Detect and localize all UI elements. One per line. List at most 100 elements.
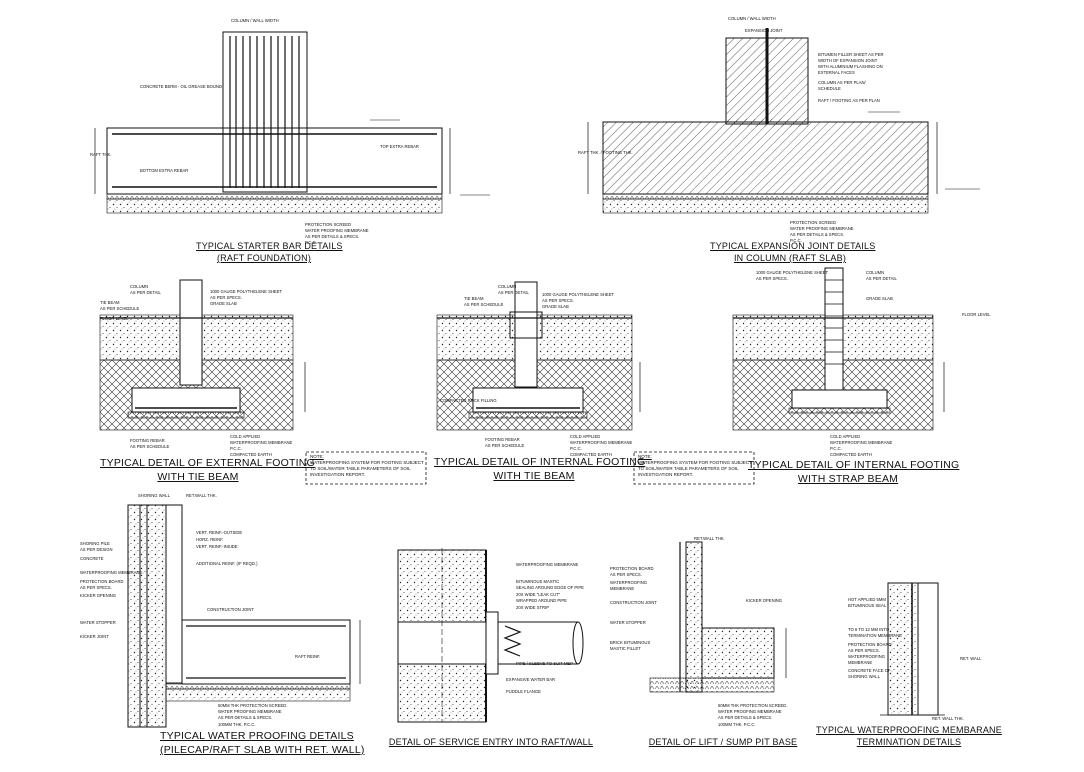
callout-label: COLUMN / WALL WIDTH	[231, 18, 279, 23]
title-line: TYPICAL EXPANSION JOINT DETAILS	[710, 241, 876, 251]
callout-label: AS PER DETAILS & SPECS.	[718, 715, 773, 720]
callout-label: SHORING WALL	[848, 674, 880, 679]
callout-label: 50MM THK PROTECTION SCREED.	[218, 703, 288, 708]
callout-label: WATERPROOFING MEMBRANE	[230, 440, 293, 445]
callout-label: GRADE SLAB	[866, 296, 893, 301]
callout-label: RAFT REINF.	[295, 654, 321, 659]
callout-label: BITUMINOUS SEAL	[848, 603, 887, 608]
callout-label: COLD APPLIED	[570, 434, 601, 439]
callout-label: CONCRETE BERM - OIL GREASE BOUND	[140, 84, 222, 89]
note-text: WATERPROOFING SYSTEM FOR FOOTING SUBJECT…	[310, 460, 424, 477]
callout-label: 1000 GAUGE POLYTHELENE SHEET	[756, 270, 829, 275]
callout-label: P.C.C.	[230, 446, 242, 451]
callout-label: AS PER DETAILS & SPECS.	[218, 715, 273, 720]
callout-label: KICKER OPENING	[746, 598, 783, 603]
callout-label: TOP EXTRA REBAR	[380, 144, 419, 149]
callout-label: SCHEDULE	[818, 86, 841, 91]
callout-label: CONCRETE FACE OF	[848, 668, 891, 673]
callout-label: CONSTRUCTION JOINT	[207, 607, 254, 612]
callout-label: PROTECTION BOARD	[848, 642, 892, 647]
callout-label: COMPACTED EARTH	[570, 452, 612, 457]
title-internal-footing-strap: TYPICAL DETAIL OF INTERNAL FOOTING WITH …	[748, 458, 960, 486]
callout-label: AS PER SPECS.	[610, 572, 642, 577]
callout-label: SEALING AROUND EDGE OF PIPE	[516, 585, 584, 590]
callout-label: COLUMN / WALL WIDTH	[728, 16, 776, 21]
callout-label: PROTECTION SCREED	[790, 220, 837, 225]
water-proofing-pilecap-drawing	[127, 504, 361, 728]
title-line: TYPICAL STARTER BAR DETAILS	[196, 241, 343, 251]
callout-label: 20X WIDE STRIP	[516, 605, 550, 610]
callout-label: COLUMN	[866, 270, 885, 275]
callout-label: AS PER SPECS.	[80, 585, 112, 590]
callout-label: MEMBRANE	[848, 660, 873, 665]
callout-label: KICKER OPENING	[80, 593, 117, 598]
callout-label: P.C.C.	[305, 240, 317, 245]
callout-label: WATERPROOFING	[848, 654, 885, 659]
callout-label: RAFT / FOOTING AS PER PLAN	[818, 98, 880, 103]
callout-label: FOOTING REBAR	[485, 437, 520, 442]
callout-label: COMPACTED EARTH	[830, 452, 872, 457]
callout-label: WATER PROOFING MEMBRANE	[790, 226, 854, 231]
callout-label: WRAPPED AROUND PIPE	[516, 598, 567, 603]
callout-label: WATERPROOFING MEMBRANE	[570, 440, 633, 445]
callout-label: WATER STOPPER	[610, 620, 646, 625]
callout-label: CONSTRUCTION JOINT	[610, 600, 657, 605]
title-line: TYPICAL WATERPROOFING MEMBARANE	[816, 725, 1002, 735]
callout-label: WITH ALUMINIUM FLASHING ON	[818, 64, 883, 69]
callout-label: EXPANSIVE WATER BAR	[506, 677, 556, 682]
callout-label: 20X WIDE "LEAK CUT"	[516, 592, 561, 597]
note-box-1	[305, 451, 427, 485]
title-line: (PILECAP/RAFT SLAB WITH RET. WALL)	[160, 744, 365, 756]
callout-label: VERT. REINF.-INSIDE	[196, 544, 238, 549]
callout-label: PROTECTION BOARD	[610, 566, 654, 571]
callout-label: SHORING PILE	[80, 541, 110, 546]
callout-label: SHORING WALL	[138, 493, 170, 498]
title-line: WITH TIE BEAM	[493, 470, 575, 482]
note-heading: NOTE:	[638, 454, 652, 459]
callout-label: AS PER SCHEDULE	[464, 302, 504, 307]
title-line: IN COLUMN (RAFT SLAB)	[733, 253, 847, 263]
callout-label: CONCRETE	[80, 556, 104, 561]
title-starter-bar: TYPICAL STARTER BAR DETAILS (RAFT FOUNDA…	[196, 240, 343, 264]
lift-sump-drawing	[649, 541, 787, 693]
callout-label: PUDDLE FLANGE	[506, 689, 541, 694]
callout-label: 1000 GAUGE POLYTHELENE SHEET	[542, 292, 615, 297]
title-line: (RAFT FOUNDATION)	[216, 253, 312, 263]
callout-label: AS PER SCHEDULE	[130, 444, 170, 449]
callout-label: VERT. REINF.-OUTSIDE	[196, 530, 243, 535]
callout-label: MASTIC FILLET	[610, 646, 641, 651]
callout-label: COMPACTED ROCK FILLING	[440, 398, 497, 403]
callout-label: AS PER DETAIL	[498, 290, 529, 295]
title-line: TYPICAL DETAIL OF INTERNAL FOOTING	[748, 459, 960, 471]
callout-label: KICKER JOINT	[80, 634, 109, 639]
callout-label: COLD APPLIED	[230, 434, 261, 439]
callout-label: ADDITIONAL REINF. (IF REQD.)	[196, 561, 258, 566]
title-line: TYPICAL DETAIL OF INTERNAL FOOTING	[434, 456, 646, 468]
callout-label: P.C.C.	[790, 238, 802, 243]
callout-label: TERMINATION MEMBRANE	[848, 633, 902, 638]
callout-label: BOTTOM EXTRA REBAR	[140, 168, 189, 173]
callout-label: 100MM THK. P.C.C.	[718, 722, 756, 727]
callout-label: BITUMINOUS MASTIC	[516, 579, 560, 584]
title-line: TYPICAL DETAIL OF EXTERNAL FOOTING	[100, 457, 315, 469]
title-external-footing: TYPICAL DETAIL OF EXTERNAL FOOTING WITH …	[100, 456, 315, 484]
callout-label: AS PER SPECS.	[542, 298, 574, 303]
callout-label: WATERPROOFING	[610, 580, 647, 585]
callout-label: AS PER SPECS.	[848, 648, 880, 653]
callout-label: WATER STOPPER	[80, 620, 116, 625]
title-line: DETAIL OF SERVICE ENTRY INTO RAFT/WALL	[388, 737, 594, 747]
callout-label: PROTECTION BOARD	[80, 579, 124, 584]
callout-label: BITUMEN FILLER SHEET AS PER	[818, 52, 884, 57]
callout-label: RET.WALL THK.	[186, 493, 217, 498]
callout-label: TO 6 TO 12 MM INTO	[848, 627, 890, 632]
callout-label: WATERPROOFING MEMBRANE	[80, 570, 143, 575]
title-membrane-termination: TYPICAL WATERPROOFING MEMBARANE TERMINAT…	[814, 724, 1004, 748]
callout-label: AS PER SPECS.	[756, 276, 788, 281]
callout-label: AS PER SCHEDULE	[100, 306, 140, 311]
callout-label: RAFT THK. / FOOTING THK.	[578, 150, 633, 155]
callout-label: COLD APPLIED	[830, 434, 861, 439]
callout-label: P.C.C.	[570, 446, 582, 451]
callout-label: TIE BEAM	[464, 296, 484, 301]
callout-label: COLUMN	[498, 284, 517, 289]
starter-bar-drawing	[94, 31, 490, 214]
